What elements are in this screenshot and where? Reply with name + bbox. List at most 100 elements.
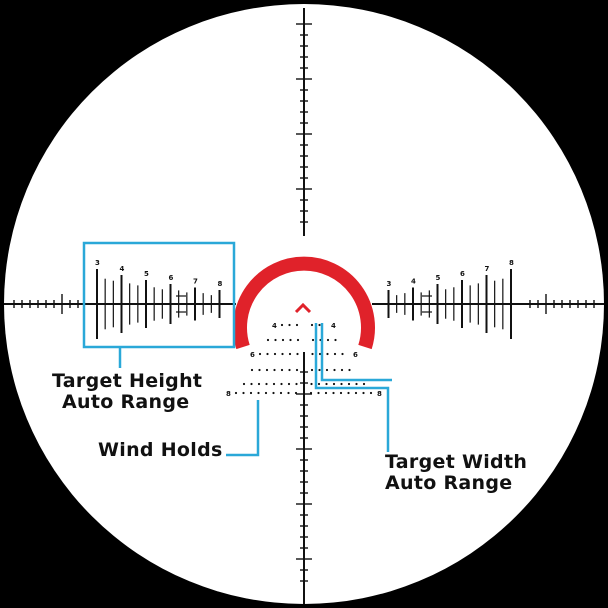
wind-dot: [333, 352, 337, 356]
wind-dot: [310, 382, 313, 386]
range-label: 8: [218, 280, 223, 288]
wind-dot: [273, 352, 277, 356]
wind-dot: [289, 338, 292, 342]
target-height-label: Target Height Auto Range: [52, 371, 202, 413]
wind-dot: [288, 323, 291, 327]
wind-dot: [310, 323, 314, 327]
wind-dot: [339, 391, 343, 395]
range-label: 7: [485, 265, 490, 273]
wind-dot: [257, 382, 261, 386]
wind-dot: [333, 368, 336, 372]
wind-label-left: 8: [226, 390, 231, 398]
wind-dot: [281, 352, 284, 356]
wind-holds-grid: 4 4 6 6 8 8: [226, 322, 382, 398]
wind-dot: [279, 391, 283, 395]
wind-dot: [325, 368, 329, 372]
range-label: 4: [120, 265, 125, 273]
wind-dot: [250, 368, 254, 372]
target-height-box: [82, 241, 236, 349]
target-height-line2: Auto Range: [62, 391, 190, 413]
wind-dot: [362, 391, 365, 395]
range-label: 3: [95, 259, 100, 267]
wind-dot: [354, 391, 358, 395]
wind-holds-label: Wind Holds: [98, 439, 223, 461]
target-width-leader: [314, 323, 390, 452]
wind-dot: [340, 368, 344, 372]
wind-dot: [355, 382, 358, 386]
wind-dot: [265, 382, 268, 386]
wind-dot: [272, 391, 275, 395]
range-label: 5: [436, 274, 441, 282]
range-label: 4: [411, 278, 416, 286]
wind-dot: [273, 368, 276, 372]
red-horseshoe: [233, 256, 375, 350]
wind-dot: [311, 352, 314, 356]
wind-dot: [280, 382, 283, 386]
wind-dot: [317, 391, 320, 395]
wind-dot: [362, 382, 366, 386]
range-label: 6: [169, 274, 174, 282]
wind-dot: [250, 382, 253, 386]
wind-dot: [295, 382, 298, 386]
wind-dot: [266, 338, 270, 342]
wind-dot: [324, 391, 328, 395]
wind-dot: [317, 382, 321, 386]
wind-dot: [310, 368, 314, 372]
wind-dot: [249, 391, 253, 395]
wind-dot: [341, 352, 344, 356]
wind-dot: [318, 323, 321, 327]
wind-label-right: 4: [331, 322, 336, 330]
wind-dot: [326, 338, 330, 342]
target-width-line1: Target Width: [385, 451, 528, 473]
wind-dot: [348, 368, 351, 372]
wind-holds-leader: [226, 400, 260, 457]
wind-dot: [332, 382, 336, 386]
wind-dot: [296, 338, 300, 342]
wind-dot: [242, 391, 245, 395]
range-label: 7: [193, 278, 198, 286]
wind-dot: [280, 368, 284, 372]
target-width-leader-inner: [320, 323, 392, 382]
wind-dot: [280, 323, 284, 327]
wind-dot: [309, 391, 313, 395]
wind-label-right: 6: [353, 351, 358, 359]
wind-dot: [347, 382, 351, 386]
wind-label-left: 4: [272, 322, 277, 330]
target-width-line2: Auto Range: [385, 472, 513, 494]
red-chevron: [294, 302, 312, 314]
wind-dot: [242, 382, 246, 386]
wind-dot: [287, 391, 290, 395]
target-height-line1: Target Height: [52, 370, 203, 392]
wind-label-right: 8: [377, 390, 382, 398]
wind-dot: [318, 352, 322, 356]
wind-label-left: 6: [250, 351, 255, 359]
wind-dot: [340, 382, 343, 386]
wind-dot: [332, 391, 335, 395]
wind-dot: [265, 368, 269, 372]
wind-dot: [318, 368, 321, 372]
wind-dot: [281, 338, 285, 342]
crosshair: [4, 8, 604, 604]
wind-dot: [264, 391, 268, 395]
wind-dot: [287, 382, 291, 386]
range-label: 8: [509, 259, 514, 267]
wind-dot: [369, 391, 373, 395]
wind-dot: [347, 391, 350, 395]
wind-dot: [258, 352, 262, 356]
wind-dot: [326, 352, 329, 356]
range-label: 3: [387, 280, 392, 288]
wind-dot: [325, 382, 328, 386]
callout-lines: [82, 241, 392, 457]
wind-dot: [274, 338, 277, 342]
wind-dot: [295, 368, 299, 372]
wind-dot: [334, 338, 337, 342]
target-height-scale: 3 4 5 6 7 8: [95, 259, 223, 339]
wind-dot: [294, 391, 298, 395]
target-width-label: Target Width Auto Range: [385, 452, 527, 494]
wind-dot: [272, 382, 276, 386]
wind-dot: [258, 368, 261, 372]
range-label: 5: [144, 270, 149, 278]
